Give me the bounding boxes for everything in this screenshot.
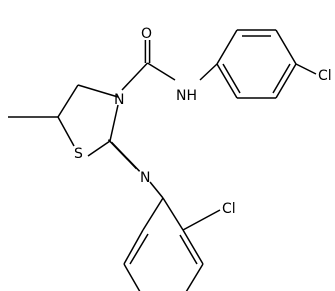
- bond-n-imine-aryl: [149, 181, 164, 199]
- chlorophenyl-ring-top: [216, 29, 297, 99]
- bond-c2-n-ring: [109, 104, 119, 142]
- atom-label-amide-nh: NH: [176, 88, 197, 104]
- atom-label-imine-nitrogen: N: [140, 170, 150, 186]
- bond-s-c2: [87, 140, 111, 157]
- bond-c5-s: [57, 116, 75, 147]
- bond-carbonyl-c-nh: [147, 62, 176, 81]
- bond-aryl-cl-bottom: [182, 209, 221, 231]
- bond-aryl-cl-top: [295, 63, 317, 75]
- bond-nh-aryl: [199, 63, 218, 81]
- chlorophenyl-ring-bottom: [123, 197, 204, 291]
- atom-label-chlorine-top: Cl: [318, 68, 332, 84]
- atom-label-sulfur: S: [74, 146, 83, 162]
- imine-double-bond: [107, 139, 141, 172]
- carbonyl-double-bond: [144, 40, 151, 63]
- bond-n-ring-c4: [77, 84, 119, 98]
- atom-label-ring-nitrogen: N: [114, 92, 124, 108]
- bond-carbonyl-c-n-ring: [121, 62, 149, 91]
- bond-c4-c5: [57, 84, 79, 118]
- atom-label-oxygen: O: [141, 26, 152, 42]
- atom-label-chlorine-bottom: Cl: [222, 201, 236, 217]
